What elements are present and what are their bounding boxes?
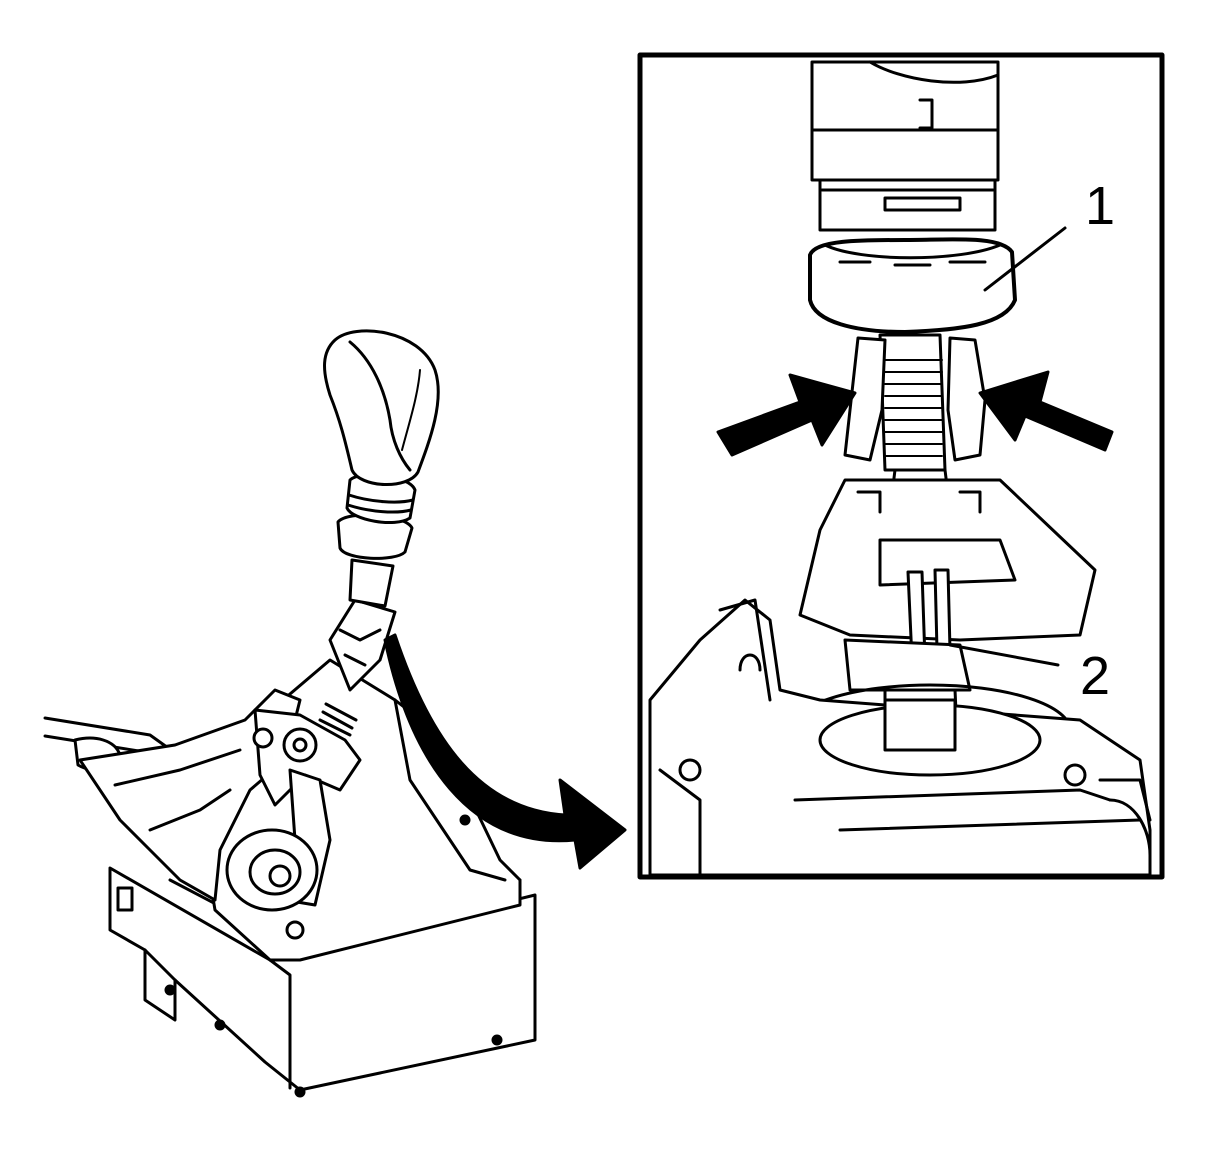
lower-pivot-hole — [268, 864, 292, 888]
leader-line-2 — [948, 643, 1060, 667]
housing-slot — [856, 490, 982, 514]
base-foot-1 — [164, 984, 176, 996]
housing-inner — [878, 538, 1017, 587]
base-foot-2 — [214, 1019, 226, 1031]
tower-face-line — [393, 698, 507, 882]
detail-ring-lines — [820, 188, 995, 212]
detail-collar-lower — [843, 638, 972, 692]
shift-knob — [323, 329, 440, 486]
shift-rod-stem — [348, 558, 395, 608]
shift-rod-lower — [328, 598, 397, 692]
detail-view — [648, 60, 1152, 877]
shaft-threads — [884, 359, 943, 457]
ring-top-edge — [823, 243, 1002, 260]
detail-ring-upper — [818, 178, 997, 232]
lower-pivot-bushing — [248, 848, 302, 896]
detail-shaft — [878, 333, 947, 472]
detail-housing-top — [798, 478, 1097, 642]
squeeze-arrow-left — [716, 373, 857, 457]
callout-label-1: 1 — [1085, 176, 1115, 236]
detail-lower-frame — [658, 768, 1152, 877]
base-foot-4 — [294, 1086, 306, 1098]
callout-label-2: 2 — [1080, 646, 1110, 706]
detail-knob-band — [810, 128, 1000, 182]
knob-ring-lines — [346, 493, 415, 514]
pivot-spring — [318, 702, 358, 737]
detail-left-post — [718, 598, 772, 702]
pivot-bolt-left — [252, 727, 274, 749]
ring-threads — [838, 260, 987, 267]
boot-retaining-ring — [808, 237, 1017, 334]
clip-tab-right — [946, 336, 987, 462]
detail-column-visible — [883, 698, 957, 752]
shift-rod-detail — [338, 628, 382, 667]
knob-highlight — [348, 340, 412, 472]
detail-screw-right — [1063, 763, 1087, 787]
connector-slot-icon — [116, 886, 134, 912]
base-foot-3 — [491, 1034, 503, 1046]
detail-knob-barrel — [810, 60, 1000, 132]
detail-pointer-arrow — [383, 633, 627, 870]
leader-line-1 — [983, 226, 1067, 292]
detail-screw-left — [678, 758, 702, 782]
pivot-bolt-upper-center — [292, 737, 308, 753]
pivot-bolt-upper — [282, 727, 318, 763]
knob-seam — [401, 369, 421, 451]
side-bracket — [78, 688, 302, 902]
squeeze-arrow-right — [978, 370, 1114, 452]
bracket-inner — [113, 748, 242, 832]
base-step — [143, 948, 292, 1090]
base-mount-hole — [285, 920, 305, 940]
detail-right-cylinder — [1108, 798, 1152, 872]
clip-tab-left — [843, 336, 887, 462]
tower-hole — [459, 814, 471, 826]
detail-knob-line — [868, 60, 1000, 130]
shifter-assembly — [43, 329, 537, 1098]
